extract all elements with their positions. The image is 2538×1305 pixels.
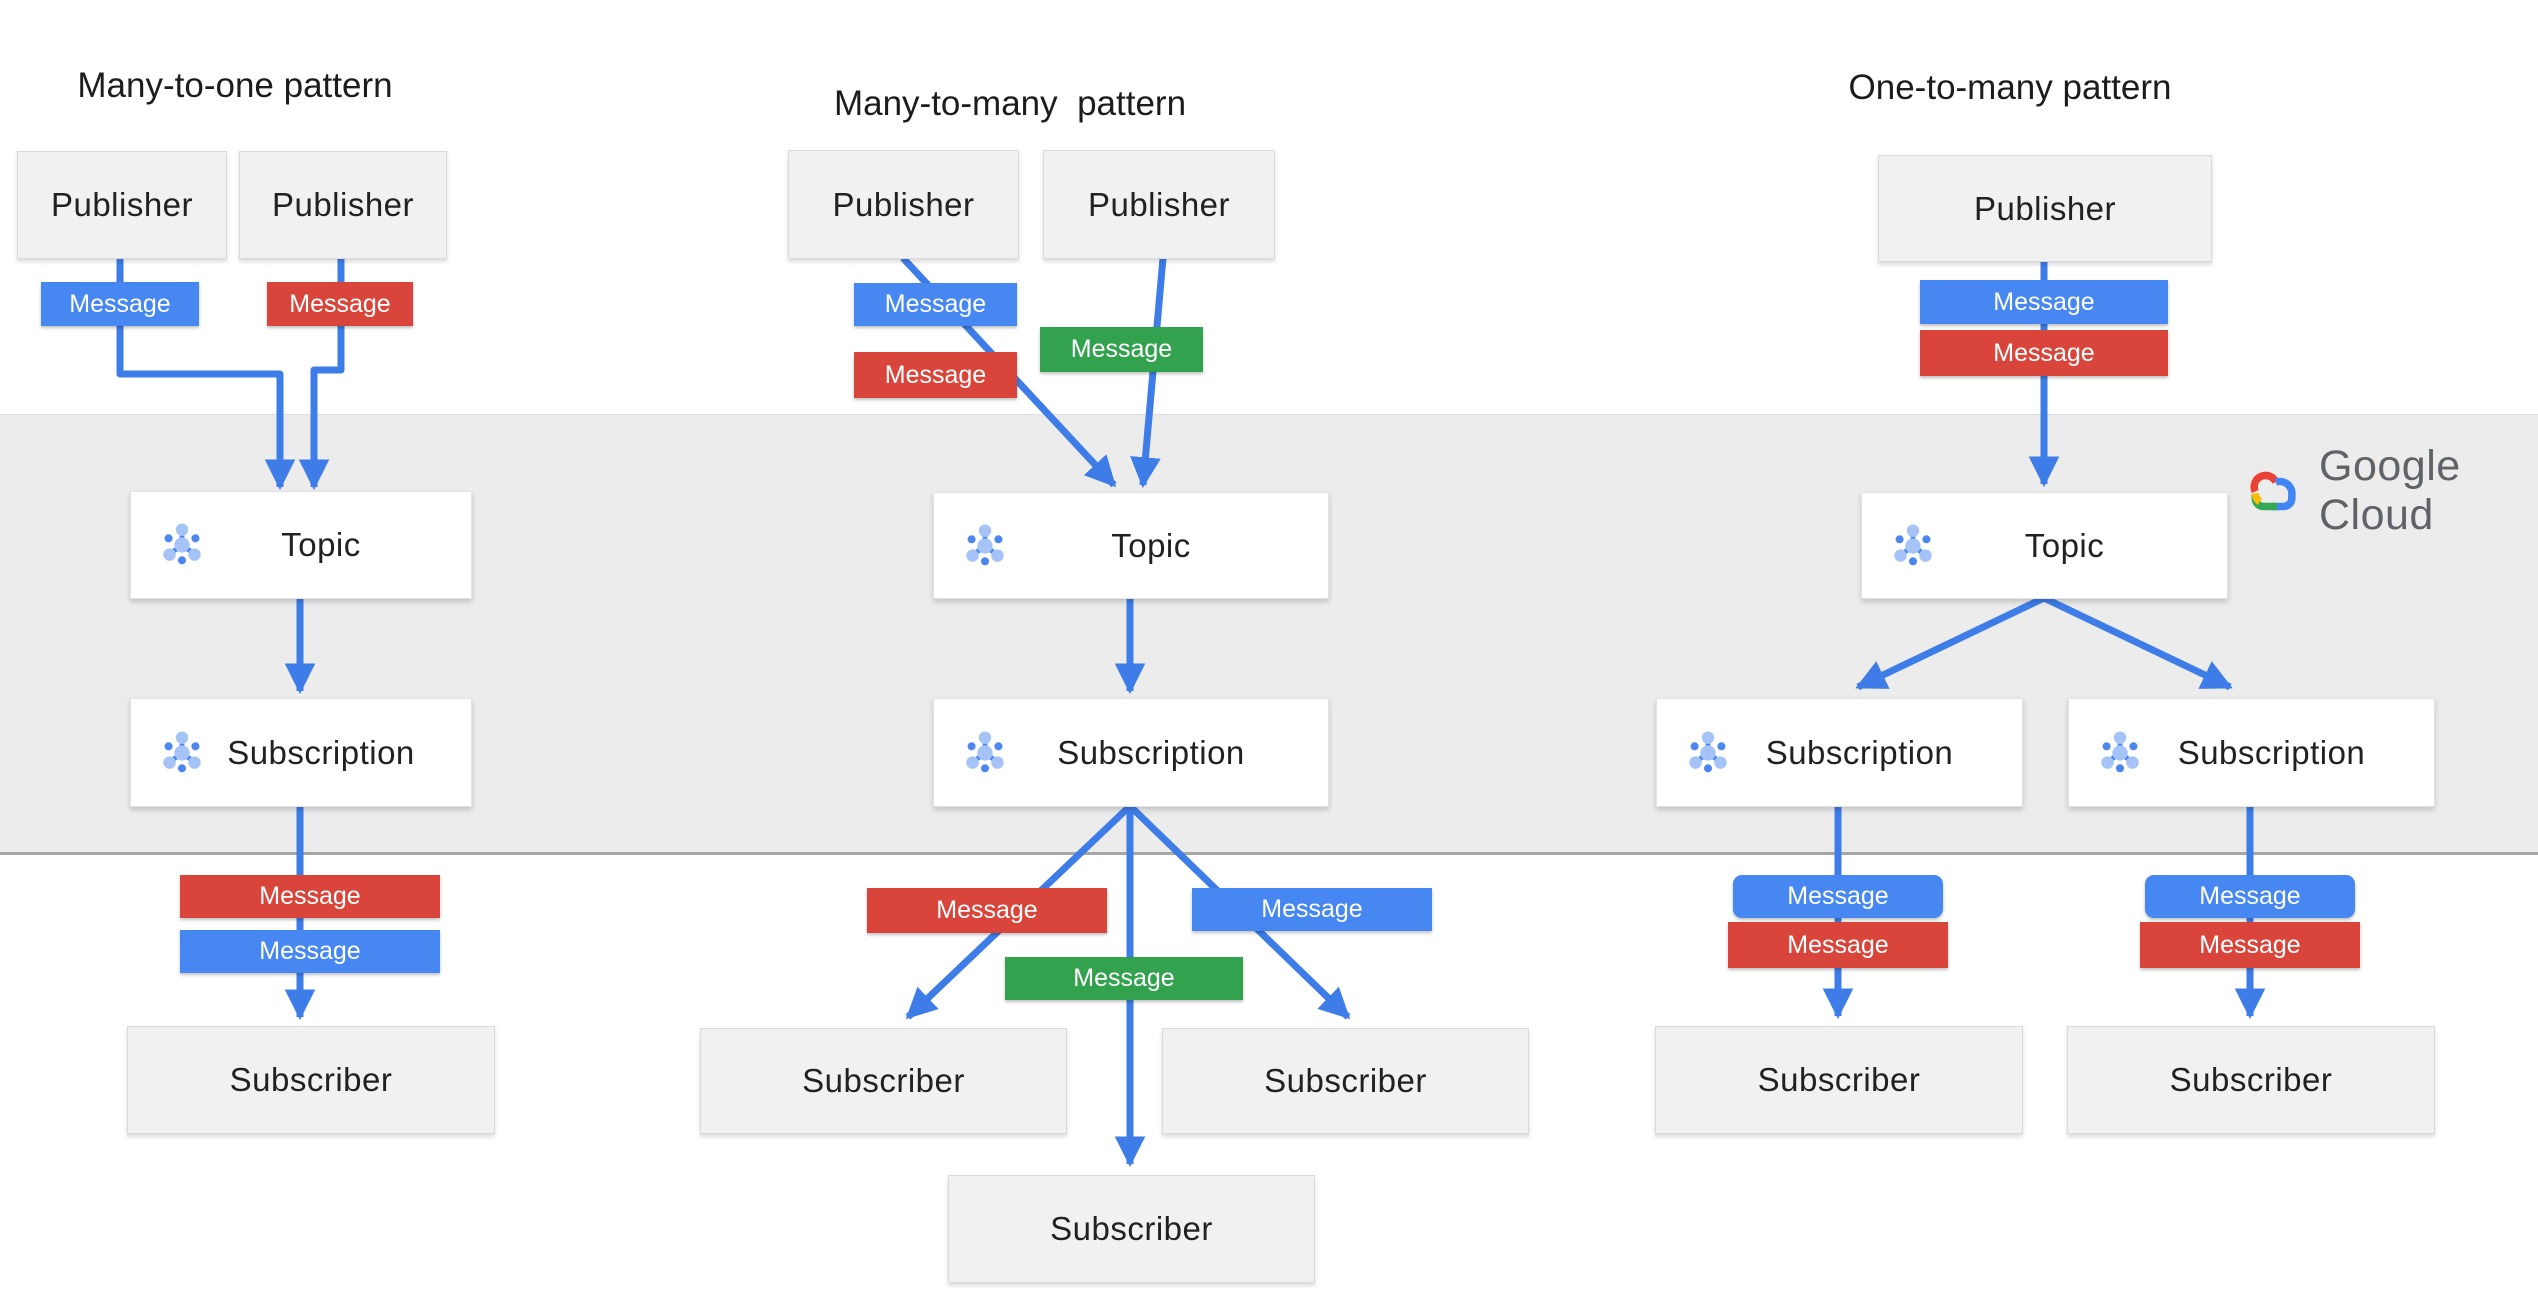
pubsub-subscription-icon: [2097, 730, 2143, 776]
subscription-label: Subscription: [1765, 733, 1954, 771]
message-badge-red: Message: [180, 875, 440, 918]
message-label: Message: [2199, 930, 2301, 959]
publisher-box: Publisher: [788, 150, 1019, 259]
publisher-label: Publisher: [1973, 189, 2117, 227]
publisher-box: Publisher: [239, 151, 447, 259]
publisher-box: Publisher: [1043, 150, 1275, 259]
subscriber-box: Subscriber: [2067, 1026, 2435, 1134]
message-label: Message: [1787, 930, 1889, 959]
google-cloud-logo-text: Google Cloud: [2319, 442, 2461, 539]
message-label: Message: [1261, 895, 1363, 923]
message-badge-blue: Message: [2145, 875, 2355, 918]
message-label: Message: [1993, 287, 2095, 316]
pubsub-subscription-icon: [1685, 730, 1731, 776]
message-label: Message: [1073, 964, 1175, 992]
google-cloud-cloud-icon: [2243, 466, 2305, 517]
pattern-title-many-to-one: Many-to-one pattern: [77, 66, 393, 105]
message-label: Message: [1993, 338, 2095, 367]
subscriber-box: Subscriber: [948, 1175, 1315, 1283]
message-badge-blue: Message: [1733, 875, 1943, 918]
publisher-box: Publisher: [17, 151, 227, 259]
subscriber-box: Subscriber: [127, 1026, 495, 1134]
subscription-label: Subscription: [227, 733, 415, 771]
message-badge-blue: Message: [1920, 280, 2168, 324]
subscriber-label: Subscriber: [1757, 1061, 1921, 1098]
publisher-label: Publisher: [1087, 185, 1231, 223]
message-label: Message: [259, 937, 361, 965]
message-label: Message: [1787, 882, 1889, 910]
message-badge-red: Message: [2140, 922, 2360, 968]
subscriber-label: Subscriber: [1050, 1210, 1213, 1247]
pattern-title-many-to-many: Many-to-many pattern: [833, 84, 1187, 123]
topic-box: Topic: [933, 492, 1329, 599]
subscriber-label: Subscriber: [1264, 1062, 1427, 1099]
message-label: Message: [69, 289, 171, 318]
message-badge-green: Message: [1005, 957, 1243, 1000]
publisher-label: Publisher: [832, 185, 975, 223]
message-badge-red: Message: [867, 888, 1107, 933]
google-cloud-logo: Google Cloud: [2243, 442, 2538, 540]
subscriber-label: Subscriber: [229, 1061, 393, 1098]
message-label: Message: [936, 896, 1038, 924]
pubsub-subscription-icon: [962, 730, 1008, 776]
subscriber-label: Subscriber: [2169, 1061, 2333, 1098]
publisher-label: Publisher: [50, 186, 194, 223]
publisher-box: Publisher: [1878, 155, 2212, 262]
subscription-label: Subscription: [2177, 733, 2366, 771]
message-label: Message: [1070, 335, 1173, 363]
pubsub-topic-icon: [962, 523, 1008, 569]
topic-label: Topic: [2024, 526, 2105, 564]
message-badge-blue: Message: [41, 282, 199, 326]
subscription-box: Subscription: [2068, 698, 2435, 807]
subscriber-box: Subscriber: [1655, 1026, 2023, 1134]
topic-label: Topic: [1111, 526, 1191, 564]
message-badge-blue: Message: [180, 930, 440, 973]
pubsub-subscription-icon: [159, 730, 205, 776]
subscriber-box: Subscriber: [700, 1028, 1067, 1134]
message-badge-red: Message: [854, 352, 1017, 398]
message-badge-blue: Message: [1192, 888, 1432, 931]
message-badge-red: Message: [1920, 330, 2168, 376]
message-label: Message: [2199, 882, 2301, 910]
subscriber-box: Subscriber: [1162, 1028, 1529, 1134]
message-badge-red: Message: [267, 282, 413, 326]
subscription-box: Subscription: [130, 698, 472, 807]
subscription-box: Subscription: [1656, 698, 2023, 807]
pubsub-topic-icon: [159, 522, 205, 568]
subscription-label: Subscription: [1057, 733, 1245, 771]
pattern-title-one-to-many: One-to-many pattern: [1848, 68, 2172, 107]
pubsub-topic-icon: [1890, 523, 1936, 569]
subscription-box: Subscription: [933, 698, 1329, 807]
subscriber-label: Subscriber: [802, 1062, 965, 1099]
message-badge-blue: Message: [854, 283, 1017, 326]
message-label: Message: [259, 882, 361, 910]
topic-label: Topic: [281, 526, 361, 563]
message-label: Message: [884, 360, 987, 389]
message-label: Message: [289, 289, 391, 318]
topic-box: Topic: [130, 491, 472, 599]
message-badge-green: Message: [1040, 327, 1203, 372]
message-label: Message: [884, 290, 987, 318]
message-badge-red: Message: [1728, 922, 1948, 968]
topic-box: Topic: [1861, 492, 2228, 599]
publisher-label: Publisher: [271, 186, 415, 223]
